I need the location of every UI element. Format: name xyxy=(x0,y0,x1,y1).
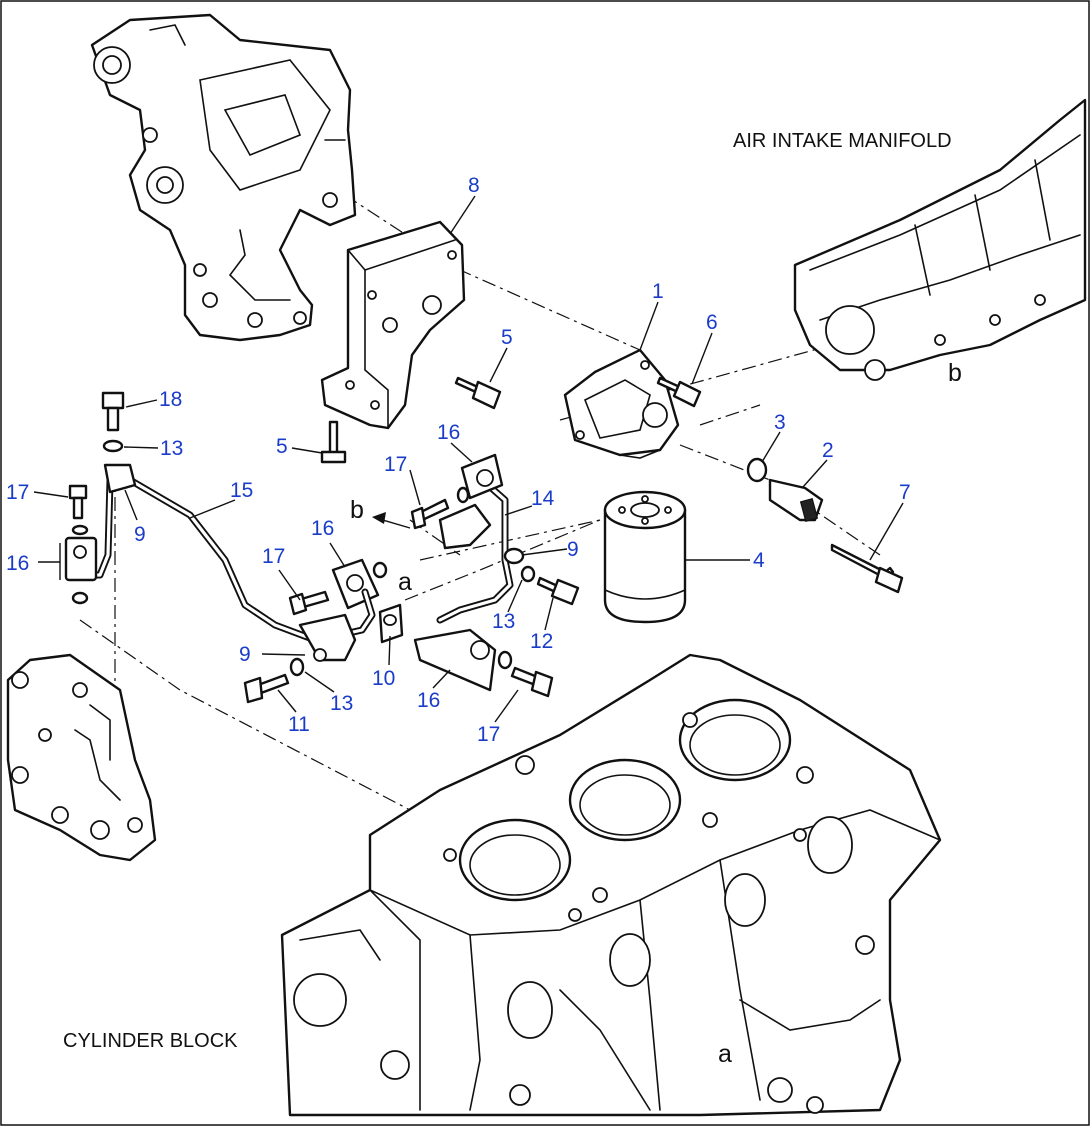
air-intake-manifold-label: AIR INTAKE MANIFOLD xyxy=(733,130,952,152)
part-number-16-lower: 16 xyxy=(417,689,440,712)
part-number-18: 18 xyxy=(159,388,182,411)
air-intake-manifold xyxy=(793,98,1087,381)
bolt-part-17-left xyxy=(68,484,88,520)
cylinder-block xyxy=(280,653,942,1117)
long-bolt-part-7 xyxy=(830,543,904,594)
part-number-2: 2 xyxy=(822,439,834,462)
tube-part-14 xyxy=(436,481,514,624)
part-number-11: 11 xyxy=(288,713,310,736)
flange-part-16-upper xyxy=(456,453,504,504)
part-number-9-left: 9 xyxy=(134,523,146,546)
bolt-part-5-upper xyxy=(454,376,502,410)
part-number-1: 1 xyxy=(652,280,664,303)
bolt-part-12 xyxy=(536,576,580,606)
washer-part-13-middle xyxy=(289,657,305,677)
part-number-12: 12 xyxy=(530,630,553,653)
part-number-15: 15 xyxy=(230,479,253,502)
part-number-17-upper: 17 xyxy=(384,453,407,476)
part-number-10: 10 xyxy=(372,667,395,690)
bolt-part-11 xyxy=(243,673,290,704)
part-number-5-lower: 5 xyxy=(276,435,288,458)
part-number-16-left: 16 xyxy=(6,552,29,575)
fitting-part-9-middle xyxy=(298,613,357,662)
filter-head-part-1 xyxy=(563,348,680,459)
front-cover-housing xyxy=(90,13,357,342)
part-number-17-left: 17 xyxy=(6,481,29,504)
bolt-part-18 xyxy=(101,391,125,432)
bolt-part-17-upper xyxy=(410,498,450,530)
bolt-part-6 xyxy=(656,376,702,408)
bolt-part-17-lower xyxy=(510,666,554,698)
bolt-part-5-lower xyxy=(320,420,347,464)
cylinder-block-label: CYLINDER BLOCK xyxy=(63,1030,238,1052)
part-number-3: 3 xyxy=(774,411,786,434)
part-number-13-right: 13 xyxy=(492,610,515,633)
part-number-17-lower: 17 xyxy=(477,723,500,746)
part-number-5-upper: 5 xyxy=(501,326,513,349)
connector-part-2 xyxy=(768,478,824,522)
reference-letter-a-middle: a xyxy=(398,568,412,596)
fitting-part-9-right xyxy=(503,547,525,565)
part-number-17-middle: 17 xyxy=(262,545,285,568)
spacer-part-10 xyxy=(378,603,404,644)
reference-letter-b-top: b xyxy=(948,359,962,387)
part-number-8: 8 xyxy=(468,174,480,197)
part-number-14: 14 xyxy=(531,487,555,510)
gasket-part-3 xyxy=(746,457,768,483)
flange-part-16-left xyxy=(64,524,98,605)
part-number-9-middle: 9 xyxy=(239,643,251,666)
part-number-7: 7 xyxy=(899,481,911,504)
part-number-16-middle: 16 xyxy=(311,517,334,540)
reference-letter-b-middle: b xyxy=(350,496,364,524)
bracket-part-8 xyxy=(320,220,466,430)
part-number-6: 6 xyxy=(706,311,718,334)
reference-letter-a-bottom: a xyxy=(718,1040,732,1068)
part-number-13-top: 13 xyxy=(160,437,183,460)
part-number-16-upper: 16 xyxy=(437,421,460,444)
filter-cartridge-part-4 xyxy=(603,490,687,624)
flange-part-16-lower xyxy=(413,628,513,692)
part-number-4: 4 xyxy=(753,549,765,572)
part-number-9-right: 9 xyxy=(567,538,579,561)
part-number-13-middle: 13 xyxy=(330,692,353,715)
direction-arrow xyxy=(372,512,411,529)
bolt-part-17-middle xyxy=(288,590,330,616)
washer-part-13-right xyxy=(520,565,536,583)
washer-part-13-top xyxy=(102,439,124,453)
rear-cover-housing xyxy=(6,653,157,862)
leader-lines xyxy=(33,195,904,723)
